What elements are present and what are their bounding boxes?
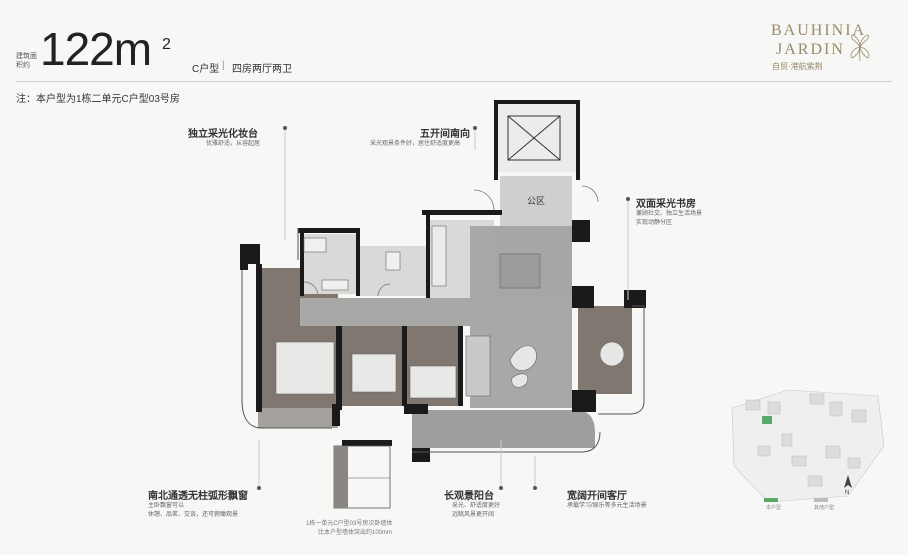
site-minimap [731,389,885,503]
wall-note-2: 比本户型墙体突出约100mm [318,530,393,536]
area-caption: 建筑面积约 [16,53,37,69]
study-subtitle-2: 实现动静分区 [636,220,673,226]
balcony-subtitle-1: 采光、舒适度更好 [452,503,501,509]
corridor-floor [300,298,470,326]
unit-description: 四房两厅两卫 [232,64,292,75]
unit-note: 注：本户型为1栋二单元C户型03号房 [16,94,180,105]
public-area-floor [500,176,572,226]
study-title: 双面采光书房 [636,199,696,210]
compass-label: N [845,490,850,496]
vanity-title: 独立采光化妆台 [188,129,258,140]
furniture [275,225,625,399]
outer-outline [241,228,645,453]
public-area-label: 公区 [527,196,546,206]
separator: | [222,60,225,71]
window-subtitle-2: 休憩、品茗、交谈，还可俯瞰观景 [148,512,239,518]
brand-line2: JARDIN [776,41,845,58]
bay-window-master [258,408,338,428]
this-unit-marker [762,416,772,424]
elevator [507,115,561,161]
balcony-title: 长观景阳台 [444,491,494,502]
study-subtitle-1: 兼顾社交、独立生活场景 [636,211,703,217]
compass-north-icon [844,475,852,488]
bauhinia-flower-icon [850,34,870,62]
legend-other-swatch [814,498,828,502]
balcony-subtitle-2: 远眺风景更开阔 [452,512,495,518]
vanity-subtitle: 优雅舒适，从容起居 [206,141,261,147]
doors [303,185,599,297]
south-title: 五开间南向 [420,129,470,140]
brand-line1: BAUHINIA [771,22,867,39]
lead-dots [257,126,630,490]
legend-this-swatch [764,498,778,502]
area-superscript: 2 [162,36,171,53]
window-subtitle-1: 主卧飘窗可以 [148,503,185,509]
area-value: 122m [40,23,152,75]
wall-note-1: 1栋一单元C户型03号房次卧墙体 [306,521,393,527]
living-title: 宽阔开间客厅 [567,491,627,502]
balcony-floor [412,410,595,448]
legend-other-label: 其他户型 [814,505,835,511]
walls [240,100,646,462]
unit-type: C户型 [192,64,220,75]
window-title: 南北通透无柱弧形飘窗 [148,491,248,502]
wall-detail-inset [333,445,391,509]
living-subtitle: 承载学习/娱乐等多元生活场景 [567,503,647,509]
legend-this-label: 本户型 [766,505,782,511]
south-subtitle: 采光观景条件好，居住舒适度更高 [370,141,461,147]
brand-cn: 自贸·港航紫荆 [772,62,823,71]
elevator-floor [498,104,576,172]
lead-lines [258,128,629,488]
header-divider [16,81,892,82]
